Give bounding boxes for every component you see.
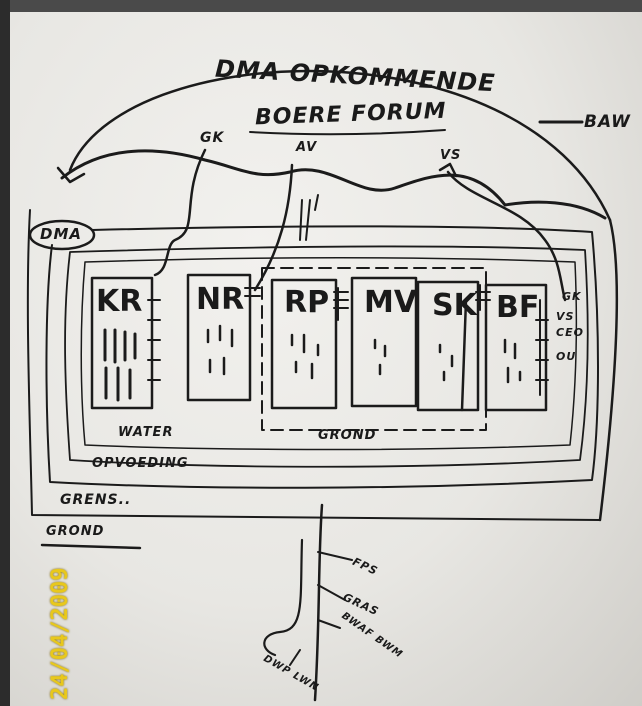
photo-frame-left — [0, 0, 10, 706]
bf-side-label-gk: GK — [562, 290, 582, 303]
umbrella-point-gk: GK — [200, 130, 225, 146]
box-nr — [186, 273, 252, 402]
outer-dome-rightside — [598, 218, 618, 522]
under-box-label-grond: GROND — [318, 428, 377, 443]
box-rp — [270, 278, 338, 410]
box-sk — [416, 280, 480, 412]
outer-dome-arc — [68, 69, 612, 222]
bf-side-label-ou: OU — [556, 350, 577, 363]
gk-connector — [153, 148, 207, 277]
under-box-label-water: WATER — [118, 425, 174, 440]
box-bf — [484, 283, 548, 412]
outer-label-dma: DMA — [40, 225, 82, 243]
dma-oval — [28, 219, 96, 251]
box-label-kr: KR — [96, 284, 143, 319]
umbrella-point-vs: VS — [440, 148, 462, 163]
box-mv — [350, 276, 418, 408]
box-label-nr: NR — [196, 282, 245, 317]
umbrella-scallop — [60, 149, 607, 220]
under-box-label-opvoeding: OPVOEDING — [92, 456, 189, 471]
stem — [313, 503, 324, 702]
date-stamp: 24/04/2009 — [48, 567, 73, 700]
bf-side-label-vs: VS — [556, 310, 575, 323]
box-label-rp: RP — [284, 285, 330, 320]
umbrella-point-av: AV — [296, 140, 318, 155]
photo-frame-top — [0, 0, 642, 12]
bf-side-label-ceo: CEO — [556, 326, 584, 339]
vs-connector — [446, 170, 567, 302]
bottom-label-grens: GRENS.. — [60, 492, 132, 508]
box-label-sk: SK — [432, 288, 477, 323]
bottom-label-grond: GROND — [46, 524, 105, 539]
umbrella-label: BAW — [584, 112, 631, 132]
box-label-bf: BF — [496, 290, 540, 325]
box-label-mv: MV — [364, 285, 418, 320]
